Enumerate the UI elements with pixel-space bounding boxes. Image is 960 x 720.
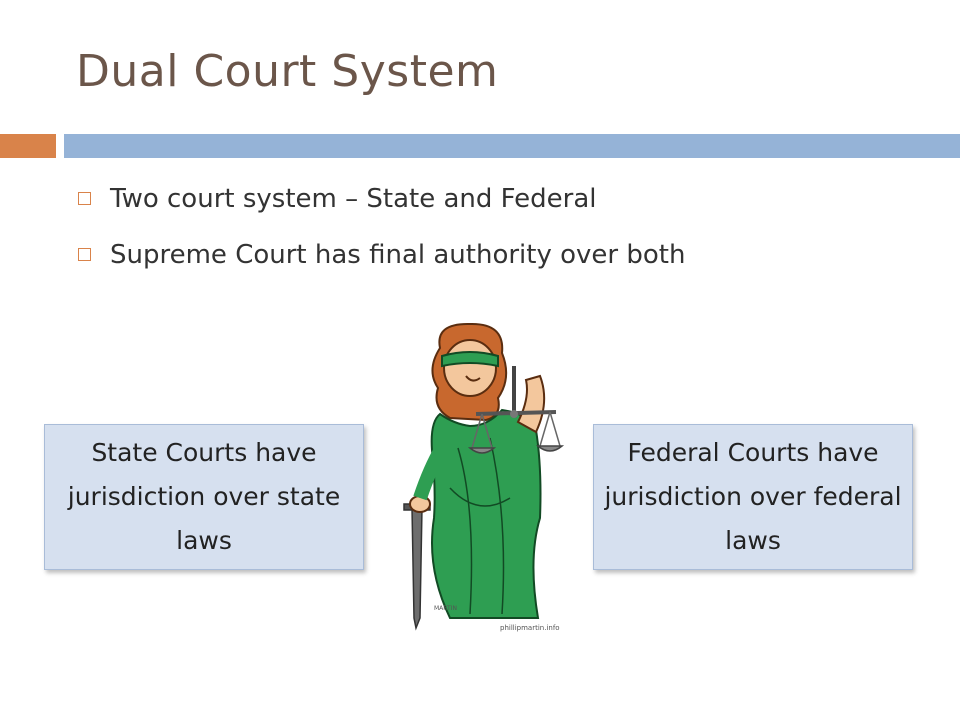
slide-title: Dual Court System — [76, 46, 499, 97]
lady-justice-illustration: MARTIN phillipmartin.info — [403, 322, 565, 632]
bullet-text: Supreme Court has final authority over b… — [110, 240, 686, 270]
square-bullet-icon — [78, 192, 91, 205]
accent-bar-blue — [64, 134, 960, 158]
bullet-text: Two court system – State and Federal — [110, 184, 597, 214]
illustration-credit: phillipmartin.info — [500, 624, 560, 632]
bullet-item: Supreme Court has final authority over b… — [78, 234, 685, 290]
state-courts-box: State Courts have jurisdiction over stat… — [44, 424, 364, 570]
illustration-signature: MARTIN — [434, 605, 457, 612]
accent-bar-orange — [0, 134, 56, 158]
federal-courts-box: Federal Courts have jurisdiction over fe… — [593, 424, 913, 570]
square-bullet-icon — [78, 248, 91, 261]
bullet-list: Two court system – State and Federal Sup… — [78, 178, 685, 290]
state-courts-text: State Courts have jurisdiction over stat… — [67, 438, 341, 555]
bullet-item: Two court system – State and Federal — [78, 178, 685, 234]
federal-courts-text: Federal Courts have jurisdiction over fe… — [604, 438, 902, 555]
